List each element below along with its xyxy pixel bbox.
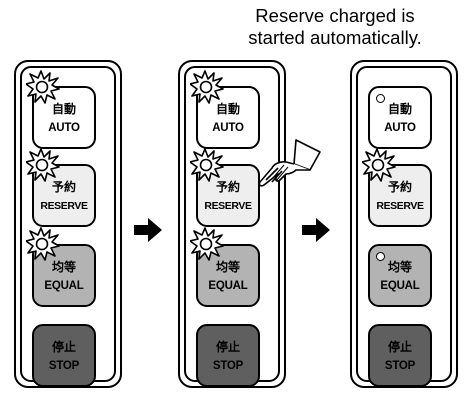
reserve-label-jp: 予約: [215, 180, 240, 194]
panel-inner-frame: 自動 AUTO 予約 RESERVE 均等 EQUAL 停止 STOP: [20, 66, 116, 387]
flash-indicator-icon: [362, 148, 396, 182]
control-panel-2: 自動 AUTO 予約 RESERVE 均等 EQUAL 停止 STOP: [178, 60, 286, 388]
control-panel-1: 自動 AUTO 予約 RESERVE 均等 EQUAL 停止 STOP: [14, 60, 122, 388]
stop-label-en: STOP: [384, 360, 416, 372]
auto-label-jp: 自動: [387, 102, 412, 116]
flash-indicator-icon: [26, 227, 60, 261]
stop-label-en: STOP: [212, 360, 244, 372]
arrow-right-icon: [134, 218, 162, 242]
panel-inner-frame: 自動 AUTO 予約 RESERVE 均等 EQUAL 停止 STOP: [356, 66, 452, 387]
equal-button[interactable]: 均等 EQUAL: [196, 244, 260, 307]
reserve-button[interactable]: 予約 RESERVE: [32, 164, 96, 227]
reserve-label-jp: 予約: [51, 180, 76, 194]
stop-button[interactable]: 停止 STOP: [196, 324, 260, 387]
auto-button[interactable]: 自動 AUTO: [32, 86, 96, 149]
stop-label-jp: 停止: [51, 340, 76, 354]
equal-label-jp: 均等: [215, 260, 240, 274]
arrow-right-icon: [302, 218, 330, 242]
caption: Reserve charged is started automatically…: [200, 5, 470, 49]
stop-label-jp: 停止: [387, 340, 412, 354]
auto-button[interactable]: 自動 AUTO: [368, 86, 432, 149]
flash-indicator-icon: [190, 227, 224, 261]
equal-label-en: EQUAL: [44, 280, 84, 292]
flash-indicator-icon: [26, 70, 60, 104]
flash-indicator-icon: [26, 148, 60, 182]
equal-label-en: EQUAL: [208, 280, 248, 292]
auto-label-en: AUTO: [212, 122, 244, 134]
reserve-label-en: RESERVE: [376, 200, 424, 212]
auto-label-en: AUTO: [384, 122, 416, 134]
auto-label-jp: 自動: [215, 102, 240, 116]
led-off-icon: [376, 252, 385, 261]
panel-inner-frame: 自動 AUTO 予約 RESERVE 均等 EQUAL 停止 STOP: [184, 66, 280, 387]
reserve-label-jp: 予約: [387, 180, 412, 194]
reserve-label-en: RESERVE: [40, 200, 88, 212]
caption-line-2: started automatically.: [248, 27, 422, 48]
caption-line-1: Reserve charged is: [255, 5, 415, 26]
stop-button[interactable]: 停止 STOP: [368, 324, 432, 387]
reserve-label-en: RESERVE: [204, 200, 252, 212]
led-off-icon: [376, 94, 385, 103]
control-panel-3: 自動 AUTO 予約 RESERVE 均等 EQUAL 停止 STOP: [350, 60, 458, 388]
equal-label-jp: 均等: [51, 260, 76, 274]
flash-indicator-icon: [190, 70, 224, 104]
equal-label-en: EQUAL: [380, 280, 420, 292]
stop-label-jp: 停止: [215, 340, 240, 354]
equal-button[interactable]: 均等 EQUAL: [368, 244, 432, 307]
stop-button[interactable]: 停止 STOP: [32, 324, 96, 387]
flash-indicator-icon: [190, 148, 224, 182]
equal-label-jp: 均等: [387, 260, 412, 274]
auto-label-en: AUTO: [48, 122, 80, 134]
pointing-hand-icon: [258, 139, 321, 187]
auto-label-jp: 自動: [51, 102, 76, 116]
stop-label-en: STOP: [48, 360, 80, 372]
